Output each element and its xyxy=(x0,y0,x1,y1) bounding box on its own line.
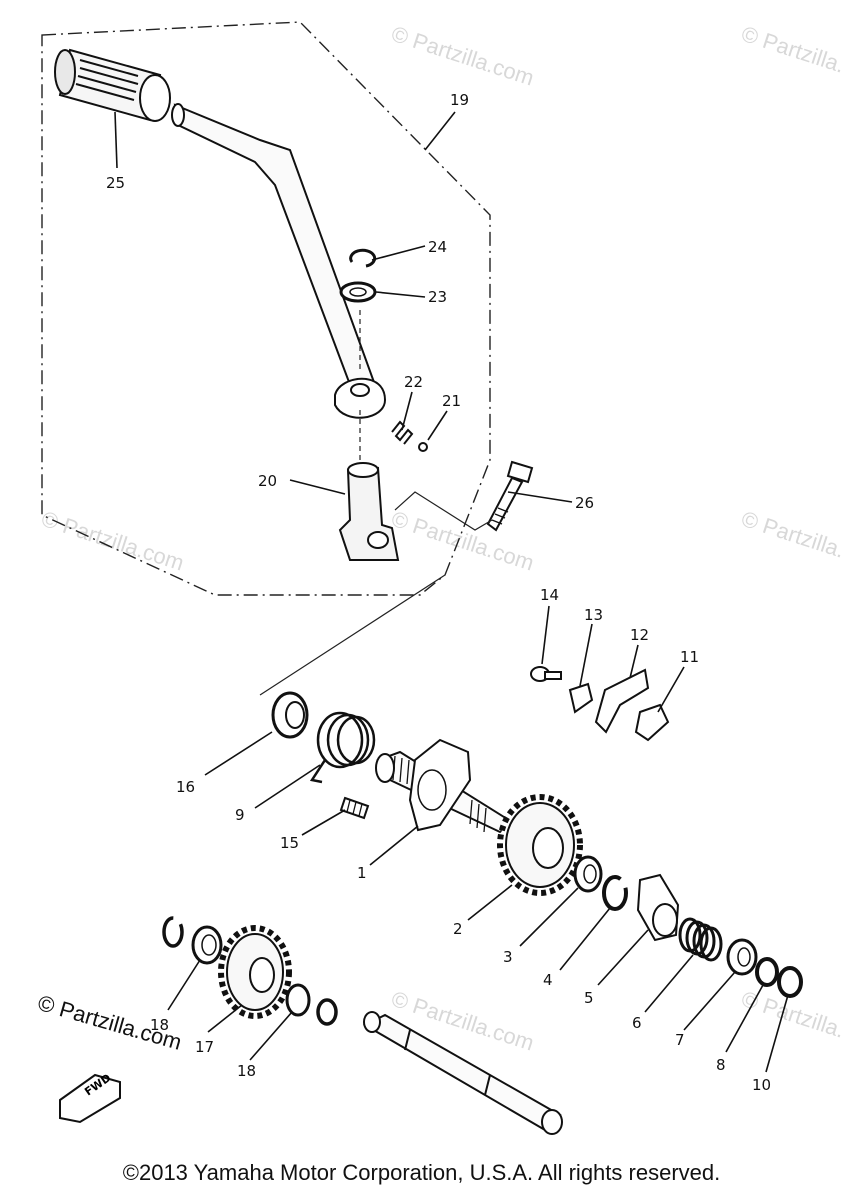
part-label-11: 11 xyxy=(680,648,699,666)
watermark: © Partzilla.com xyxy=(388,21,537,91)
part-label-23: 23 xyxy=(428,288,447,306)
part-label-9: 9 xyxy=(235,806,245,824)
kick-axle xyxy=(375,738,514,834)
part-label-18: 18 xyxy=(237,1062,256,1080)
part-label-1: 1 xyxy=(357,864,367,882)
part-label-2: 2 xyxy=(453,920,463,938)
part-numbers: 25 19 24 23 22 21 20 26 14 13 12 11 16 9… xyxy=(106,91,771,1094)
idler-shaft xyxy=(362,1011,563,1135)
part-label-25: 25 xyxy=(106,174,125,192)
part-label-12: 12 xyxy=(630,626,649,644)
part-label-20: 20 xyxy=(258,472,277,490)
spring-pin xyxy=(339,796,370,820)
kick-guide xyxy=(594,668,650,734)
part-label-21: 21 xyxy=(442,392,461,410)
part-label-17: 17 xyxy=(195,1038,214,1056)
watermark: © Partzilla.com xyxy=(738,506,843,576)
retaining-ring xyxy=(777,966,803,998)
stopper-plate xyxy=(568,682,594,714)
detent-spring xyxy=(391,420,414,445)
part-label-24: 24 xyxy=(428,238,447,256)
part-label-8: 8 xyxy=(716,1056,726,1074)
guide-lines xyxy=(259,310,493,696)
kick-gear xyxy=(497,794,583,896)
part-label-5: 5 xyxy=(584,989,594,1007)
part-label-26: 26 xyxy=(575,494,594,512)
detent-ball xyxy=(418,442,428,452)
part-label-14: 14 xyxy=(540,586,559,604)
part-label-7: 7 xyxy=(675,1031,685,1049)
fwd-arrow-icon: FWD xyxy=(59,1071,121,1124)
clip-plate xyxy=(634,703,670,742)
leader-lines xyxy=(114,111,789,1073)
kick-lever-arm xyxy=(171,103,387,419)
copyright-text: ©2013 Yamaha Motor Corporation, U.S.A. A… xyxy=(122,1160,721,1185)
part-label-4: 4 xyxy=(543,971,553,989)
part-label-13: 13 xyxy=(584,606,603,624)
part-label-3: 3 xyxy=(503,948,513,966)
circlip-icon xyxy=(349,248,377,268)
idler-gear xyxy=(218,925,292,1019)
bolt xyxy=(486,460,534,532)
torsion-spring xyxy=(309,711,376,784)
watermark: © Partzilla.com xyxy=(738,21,843,91)
circlip xyxy=(602,875,628,911)
part-label-6: 6 xyxy=(632,1014,642,1032)
oil-seal xyxy=(271,691,309,739)
kick-grip xyxy=(54,48,171,122)
circlip xyxy=(162,916,184,948)
watermark: © Partzilla.com xyxy=(38,506,187,576)
part-label-22: 22 xyxy=(404,373,423,391)
kick-boss xyxy=(338,462,400,561)
washer xyxy=(285,983,311,1017)
screw xyxy=(530,666,562,682)
ratchet-spring xyxy=(678,917,723,962)
part-label-18: 18 xyxy=(150,1016,169,1034)
part-label-19: 19 xyxy=(450,91,469,109)
circlip xyxy=(316,998,338,1026)
watermark: © Partzilla.com xyxy=(388,506,537,576)
circlip-ring xyxy=(755,957,779,987)
part-label-16: 16 xyxy=(176,778,195,796)
part-label-15: 15 xyxy=(280,834,299,852)
part-label-10: 10 xyxy=(752,1076,771,1094)
ratchet-wheel xyxy=(636,873,680,942)
watermarks: © Partzilla.com © Partzilla.com © Partzi… xyxy=(38,21,843,1056)
